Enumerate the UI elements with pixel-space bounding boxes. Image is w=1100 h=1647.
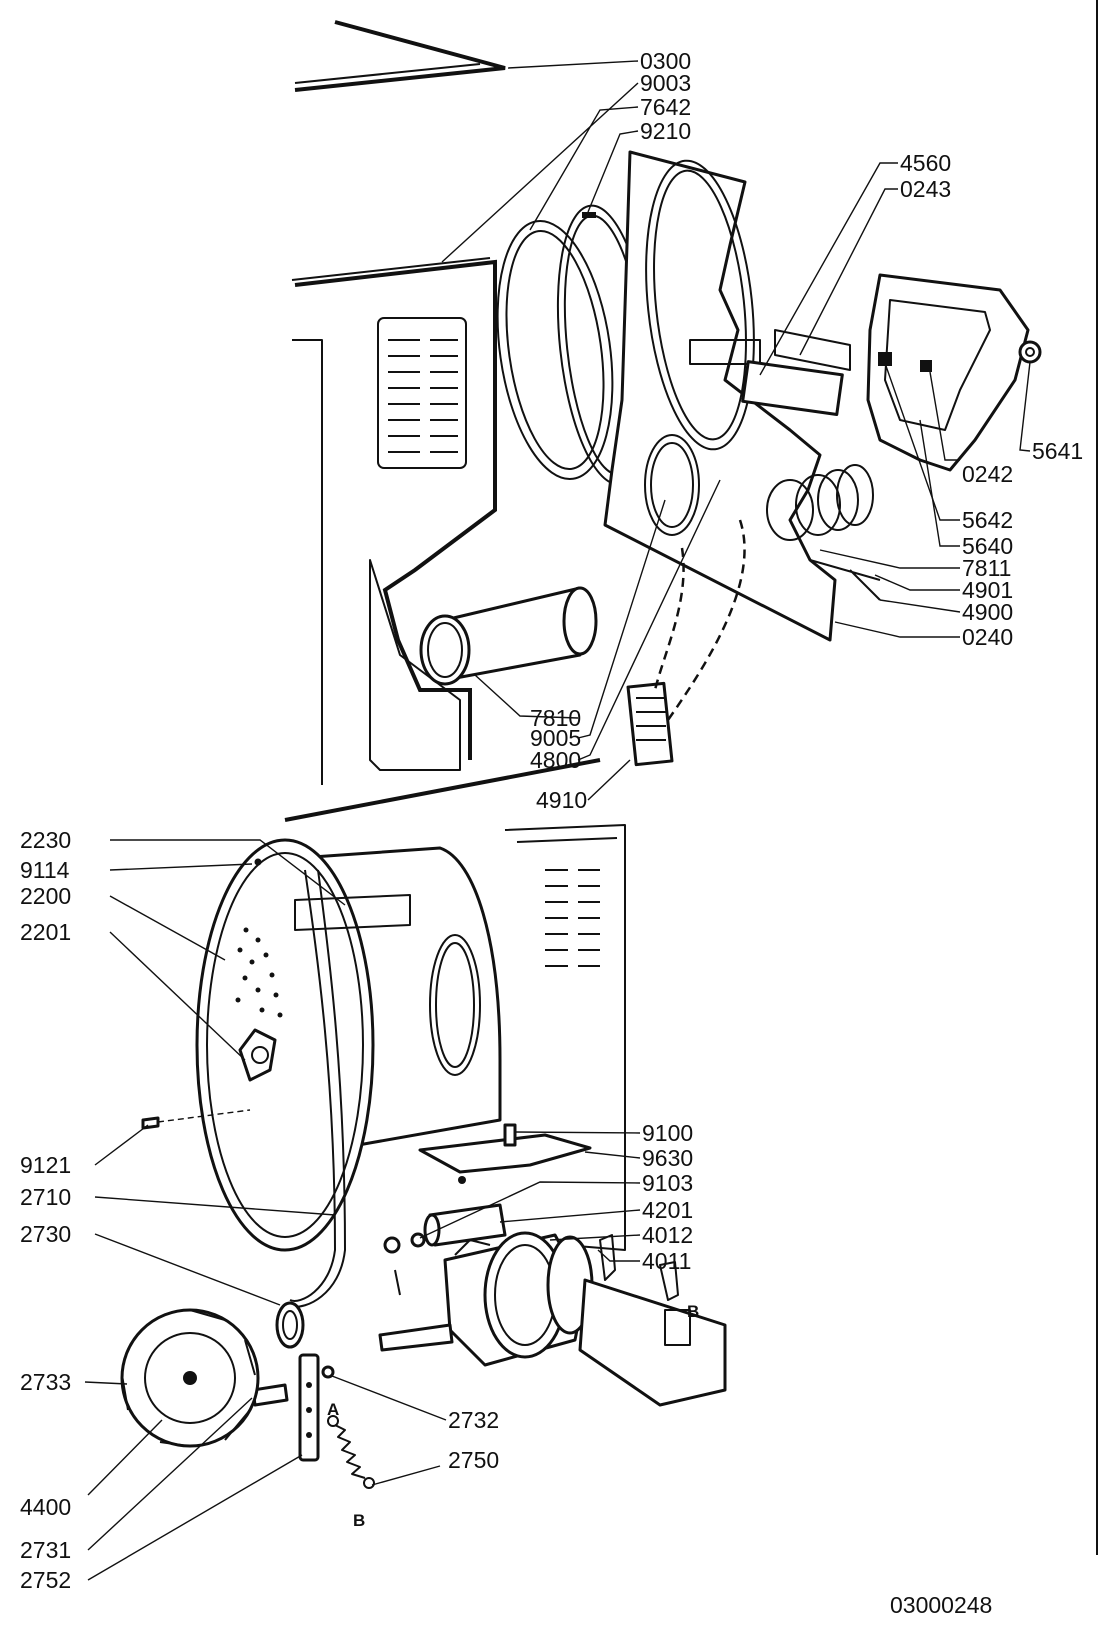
label-9003: 9003 [640,70,691,96]
drum-perforations [235,927,283,1018]
label-2732: 2732 [448,1407,499,1433]
cabinet-rear-section [284,257,601,822]
heater-housing-0242 [866,273,1030,472]
label-4012: 4012 [642,1222,693,1248]
label-0242: 0242 [962,461,1013,487]
label-4800: 4800 [530,747,581,773]
label-9210: 9210 [640,118,691,144]
label-0300: 0300 [640,48,691,74]
coil-heater-7811 [766,464,881,601]
cabinet-top-panel [294,20,506,92]
label-0243: 0243 [900,176,951,202]
spring-clip-2732 [321,1365,335,1379]
drive-belt-2710 [289,869,346,1308]
label-4560: 4560 [900,150,951,176]
label-2201: 2201 [20,919,71,945]
label-4900: 4900 [962,599,1013,625]
label-2733: 2733 [20,1369,71,1395]
label-2230: 2230 [20,827,71,853]
label-2200: 2200 [20,883,71,909]
leader-lines [84,60,1031,1581]
motor-plate-9630 [418,1133,592,1184]
label-4400: 4400 [20,1494,71,1520]
tension-spring-2750 [327,1415,375,1489]
capacitor-4201 [423,1203,507,1247]
label-9100: 9100 [642,1120,693,1146]
label-2730: 2730 [20,1221,71,1247]
label-5640: 5640 [962,533,1013,559]
motor-pulley-2730 [275,1301,305,1349]
marker-b-spring: B [353,1511,365,1530]
door-seal-7642 [496,220,614,480]
front-vent-grille [545,869,600,967]
label-4011: 4011 [642,1248,691,1274]
drawing-number: 03000248 [890,1592,992,1618]
label-9630: 9630 [642,1145,693,1171]
motor-bracket-4011 [578,1234,727,1407]
terminal-block-4910 [626,519,746,767]
plate-screw-9100 [503,1123,517,1147]
marker-a: A [327,1400,339,1419]
label-2710: 2710 [20,1184,71,1210]
label-4910: 4910 [536,787,587,813]
label-2731: 2731 [20,1537,71,1563]
drum-screw-9114 [254,858,262,866]
cabinet-vent-grille [388,339,458,453]
label-9121: 9121 [20,1152,71,1178]
air-duct-7810 [419,586,598,686]
label-2750: 2750 [448,1447,499,1473]
label-9005: 9005 [530,725,581,751]
label-4901: 4901 [962,577,1013,603]
cabinet-front-section [504,824,626,1251]
part-labels: 0300 9003 7642 9210 4560 0243 5641 0242 … [20,48,1083,1618]
label-9103: 9103 [642,1170,693,1196]
heater-bracket-4560 [741,329,851,416]
fan-wheel-4400 [120,1308,260,1448]
label-0240: 0240 [962,624,1013,650]
label-7811: 7811 [962,555,1011,581]
motor-4012 [378,1231,594,1367]
label-7810: 7810 [530,705,581,731]
label-5642: 5642 [962,507,1013,533]
label-2752: 2752 [20,1567,71,1593]
rear-bulkhead-0240 [603,150,837,642]
marker-b-bracket: B [687,1302,699,1321]
drum-spider-2201 [238,1028,277,1082]
label-5641: 5641 [1032,438,1083,464]
thermostat-5641 [1018,340,1042,364]
label-9114: 9114 [20,857,70,883]
label-4201: 4201 [642,1197,693,1223]
idler-arm-2752 [298,1353,320,1462]
clip-9103 [383,1232,426,1254]
drum-2200 [195,838,502,1252]
label-7642: 7642 [640,94,691,120]
